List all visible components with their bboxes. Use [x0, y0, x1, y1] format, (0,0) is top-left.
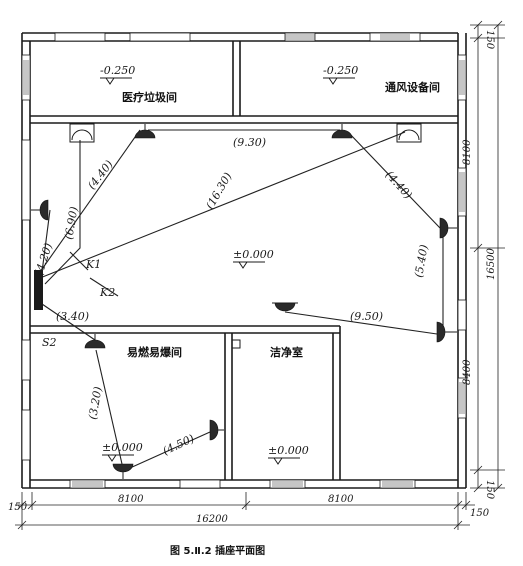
elevation-value: ±0.000: [233, 248, 274, 261]
interior-walls: [30, 41, 458, 480]
exhaust-fan-icon: [69, 123, 95, 143]
dim-bottom-total: 16200: [196, 514, 228, 525]
dim-bottom-height: 150: [484, 480, 495, 500]
socket-icon: [274, 302, 296, 312]
room-label-medical-waste: 医疗垃圾间: [122, 90, 177, 104]
elevation-value: ±0.000: [268, 444, 309, 457]
cable-label: (3.20): [86, 386, 105, 421]
cable-label: (5.40): [412, 244, 431, 279]
figure-caption: 图 5.Ⅱ.2 插座平面图: [170, 544, 265, 557]
dim-bottom-right-offset: 150: [470, 508, 490, 519]
room-label-ventilation: 通风设备间: [385, 80, 440, 94]
elevation-ventilation: -0.250: [323, 64, 358, 85]
switch-label-s2: S2: [42, 336, 57, 349]
dim-right-total: 16500: [486, 248, 497, 280]
cable-label: (4.50): [161, 432, 196, 458]
cable-label: (4.20): [32, 241, 55, 276]
cable-label: (6.90): [62, 206, 81, 241]
elevation-value: -0.250: [100, 64, 135, 77]
exhaust-fan-boxes: [69, 123, 422, 143]
elevation-medical-waste: -0.250: [100, 64, 135, 85]
socket-icon: [39, 199, 49, 221]
elevation-main-hall: ±0.000: [233, 248, 274, 269]
socket-icon: [84, 339, 106, 349]
cable-label: (9.30): [233, 136, 266, 149]
dim-bottom-right-span: 8100: [328, 494, 354, 505]
cable-runs: [39, 129, 444, 469]
elevation-clean-room: ±0.000: [268, 444, 309, 465]
dim-right-lower: 8400: [462, 359, 473, 385]
switch-label-k1: K1: [85, 258, 101, 271]
dimension-lines-bottom: [15, 492, 475, 530]
cable-label: (3.40): [56, 310, 89, 323]
elevation-value: ±0.000: [102, 441, 143, 454]
dim-top-height: 150: [484, 30, 495, 50]
room-label-clean-room: 洁净室: [270, 345, 303, 359]
socket-icon: [134, 129, 156, 139]
socket-icon: [436, 321, 446, 343]
dim-left-bottom: 150: [8, 502, 28, 513]
dim-bottom-left-span: 8100: [118, 494, 144, 505]
socket-icon: [331, 129, 353, 139]
cable-label: (4.40): [383, 168, 415, 201]
socket-icon: [209, 419, 219, 441]
elevation-flammable: ±0.000: [102, 441, 143, 462]
switch-label-k2: K2: [99, 286, 115, 299]
dim-right-upper: 8100: [462, 139, 473, 165]
exhaust-fan-icon: [396, 123, 422, 143]
cable-label: (16.30): [203, 170, 234, 211]
sockets: [31, 124, 457, 479]
cable-label: (9.50): [350, 310, 383, 323]
socket-icon: [112, 463, 134, 473]
dimension-lines-right: [470, 20, 505, 493]
windows: [21, 32, 467, 489]
room-label-flammable: 易燃易爆间: [127, 345, 182, 359]
socket-icon: [439, 217, 449, 239]
elevation-value: -0.250: [323, 64, 358, 77]
distribution-panel: [34, 270, 43, 310]
